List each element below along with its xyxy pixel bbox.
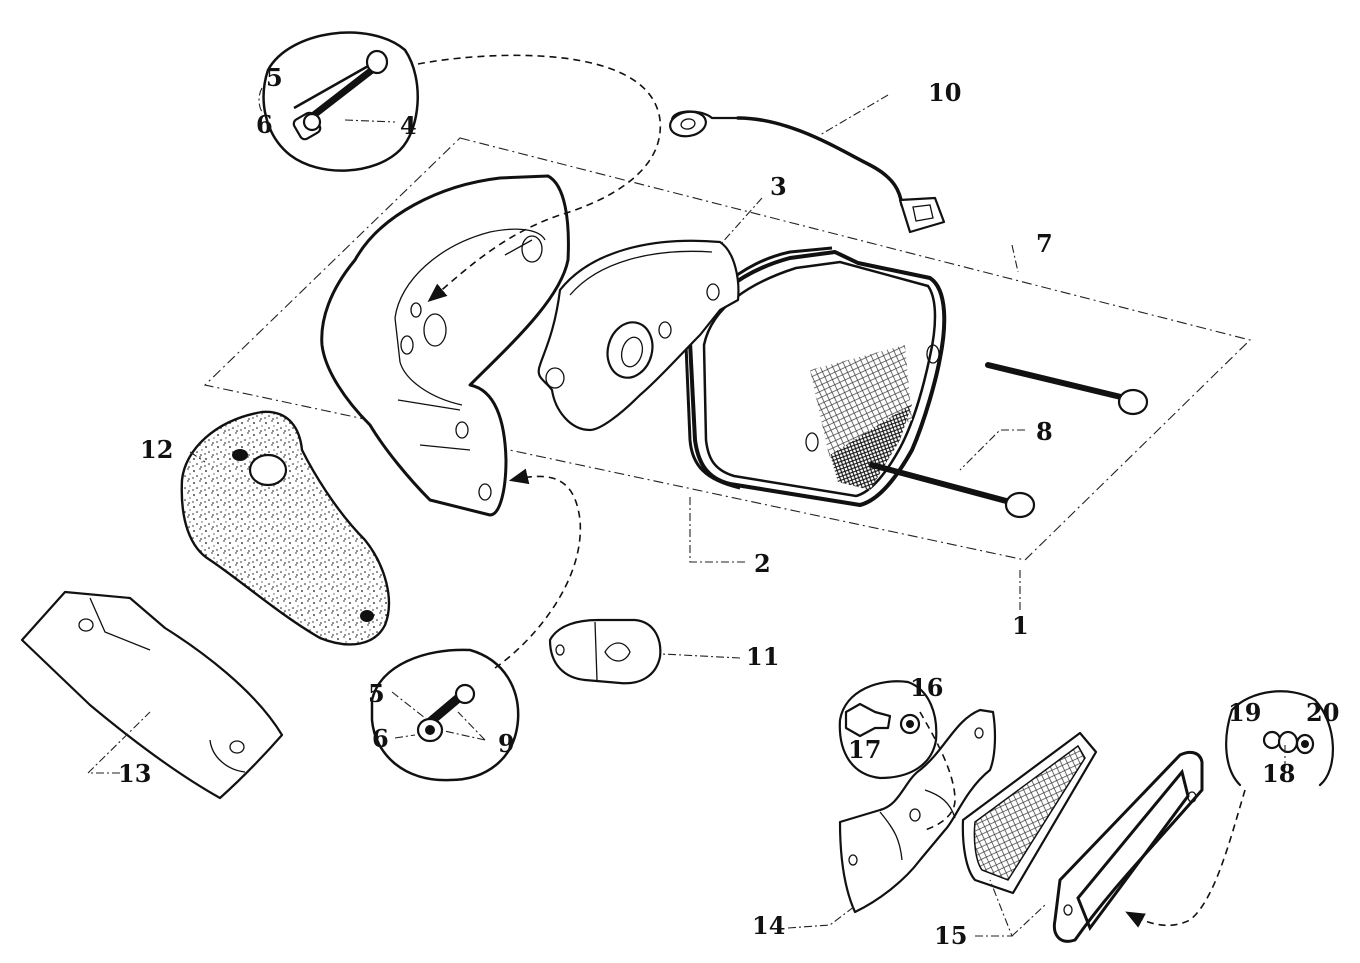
label-9: 9	[498, 729, 515, 758]
part-12-hole	[248, 453, 288, 487]
label-4: 4	[400, 111, 417, 140]
label-1: 1	[1012, 611, 1029, 640]
label-6-top: 6	[256, 110, 273, 139]
label-19: 19	[1228, 698, 1261, 727]
label-11: 11	[746, 642, 779, 671]
label-13: 13	[118, 759, 151, 788]
part-12-screw-bottom	[360, 610, 374, 622]
label-2: 2	[754, 549, 771, 578]
label-20: 20	[1306, 698, 1339, 727]
assembly-plane	[203, 137, 1252, 561]
assembly-path-detail	[919, 711, 956, 831]
part-7-housing	[320, 174, 570, 517]
detail-circle-bottom	[370, 648, 520, 782]
label-12: 12	[140, 435, 173, 464]
detail-circle-18-20	[1225, 690, 1335, 787]
assembly-path-bottom	[494, 468, 582, 669]
detail-circle-16-17	[838, 680, 938, 780]
callout-labels: 5 6 4 10 3 7 8 12 2 1 11 16 5 19 20 6 9 …	[118, 63, 1339, 950]
part-8-bolts	[869, 362, 1149, 519]
leader-lines	[86, 87, 1286, 937]
label-5-top: 5	[266, 63, 283, 92]
part-15-frame	[1052, 750, 1204, 943]
label-18: 18	[1262, 759, 1295, 788]
part-15-lens	[961, 731, 1098, 895]
label-6-bottom: 6	[372, 724, 389, 753]
label-10: 10	[928, 78, 961, 107]
part-1-lens	[688, 250, 947, 507]
label-3: 3	[770, 172, 787, 201]
part-10-wire	[669, 110, 946, 234]
part-12-cover	[180, 410, 391, 646]
label-16: 16	[910, 673, 943, 702]
label-15: 15	[934, 921, 967, 950]
assembly-path-top	[417, 54, 661, 303]
label-17: 17	[848, 735, 881, 764]
assembly-path-right	[1125, 789, 1246, 928]
label-7: 7	[1036, 229, 1053, 258]
label-14: 14	[752, 911, 785, 940]
part-12-screw-top	[232, 449, 248, 461]
part-14-bracket	[838, 708, 997, 914]
label-8: 8	[1036, 417, 1053, 446]
label-5-bottom: 5	[368, 679, 385, 708]
part-11-bulb	[548, 618, 662, 685]
part-13-plate	[20, 590, 284, 800]
detail-circle-top	[262, 31, 419, 172]
part-3-holder	[537, 239, 740, 432]
